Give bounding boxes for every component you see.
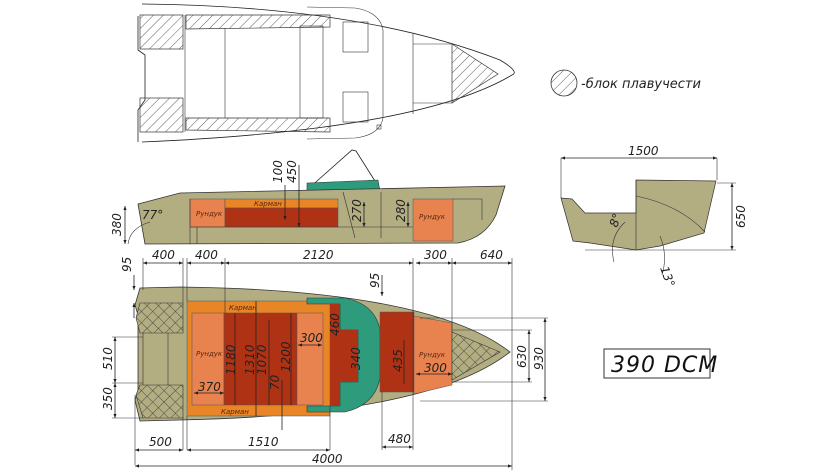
legend: -блок плавучести bbox=[550, 69, 701, 97]
dim-630: 630 bbox=[515, 345, 529, 368]
dim-transom-angle: 77° bbox=[142, 208, 163, 222]
side-locker-rear-label: Рундук bbox=[196, 210, 223, 218]
dim-100: 100 bbox=[271, 160, 285, 183]
dim-350: 350 bbox=[101, 387, 115, 410]
dim-280: 280 bbox=[394, 199, 408, 222]
dim-340: 340 bbox=[349, 347, 363, 370]
dim-top-4: 640 bbox=[480, 248, 503, 262]
dim-300-seat: 300 bbox=[300, 331, 323, 345]
model-name: 390 DCM bbox=[611, 353, 718, 378]
dim-section-width: 1500 bbox=[628, 144, 659, 158]
side-locker-front-label: Рундук bbox=[419, 213, 446, 221]
dim-510: 510 bbox=[101, 347, 115, 370]
dim-deadrise-8: 8° bbox=[607, 211, 625, 229]
dim-top-2: 2120 bbox=[303, 248, 334, 262]
dim-450: 450 bbox=[285, 160, 299, 183]
dim-460: 460 bbox=[328, 313, 342, 336]
dim-top-1: 400 bbox=[195, 248, 218, 262]
dim-70: 70 bbox=[268, 374, 282, 390]
dim-95-left: 95 bbox=[120, 257, 134, 272]
dim-deadrise-13: 13° bbox=[657, 264, 677, 289]
dim-95-mid: 95 bbox=[368, 273, 382, 288]
dim-transom-height: 380 bbox=[110, 213, 124, 236]
side-view: Рундук Карман Рундук 380 77° 100 450 270… bbox=[110, 149, 506, 245]
legend-label: -блок плавучести bbox=[581, 77, 701, 92]
dim-1200: 1200 bbox=[279, 341, 293, 372]
plan-locker-front-label: Рундук bbox=[419, 351, 446, 359]
dim-435: 435 bbox=[391, 349, 405, 372]
dim-1070: 1070 bbox=[255, 344, 269, 375]
dim-1310: 1310 bbox=[243, 344, 257, 375]
dim-270: 270 bbox=[350, 199, 364, 222]
plan-locker-rear-label: Рундук bbox=[196, 350, 223, 358]
dim-480: 480 bbox=[388, 432, 411, 446]
dim-top-0: 400 bbox=[152, 248, 175, 262]
dim-1180: 1180 bbox=[224, 344, 238, 375]
dim-1510: 1510 bbox=[248, 435, 279, 449]
dim-500: 500 bbox=[149, 435, 172, 449]
dim-370: 370 bbox=[198, 380, 221, 394]
dim-930: 930 bbox=[532, 347, 546, 370]
flotation-hatch-icon bbox=[550, 69, 578, 97]
top-outline-view bbox=[137, 3, 515, 143]
plan-view: Рундук Карман Карман Рундук 400 400 2120… bbox=[101, 248, 548, 470]
dim-overall-length: 4000 bbox=[312, 452, 343, 466]
side-pocket-label: Карман bbox=[254, 200, 282, 208]
dim-top-3: 300 bbox=[424, 248, 447, 262]
dim-section-height: 650 bbox=[734, 205, 748, 228]
plan-pocket-bottom-label: Карман bbox=[221, 408, 249, 416]
plan-pocket-top-label: Карман bbox=[229, 304, 257, 312]
dim-300-bow: 300 bbox=[424, 361, 447, 375]
model-title-box: 390 DCM bbox=[603, 348, 718, 379]
section-view: 1500 650 8° 13° bbox=[560, 144, 748, 289]
